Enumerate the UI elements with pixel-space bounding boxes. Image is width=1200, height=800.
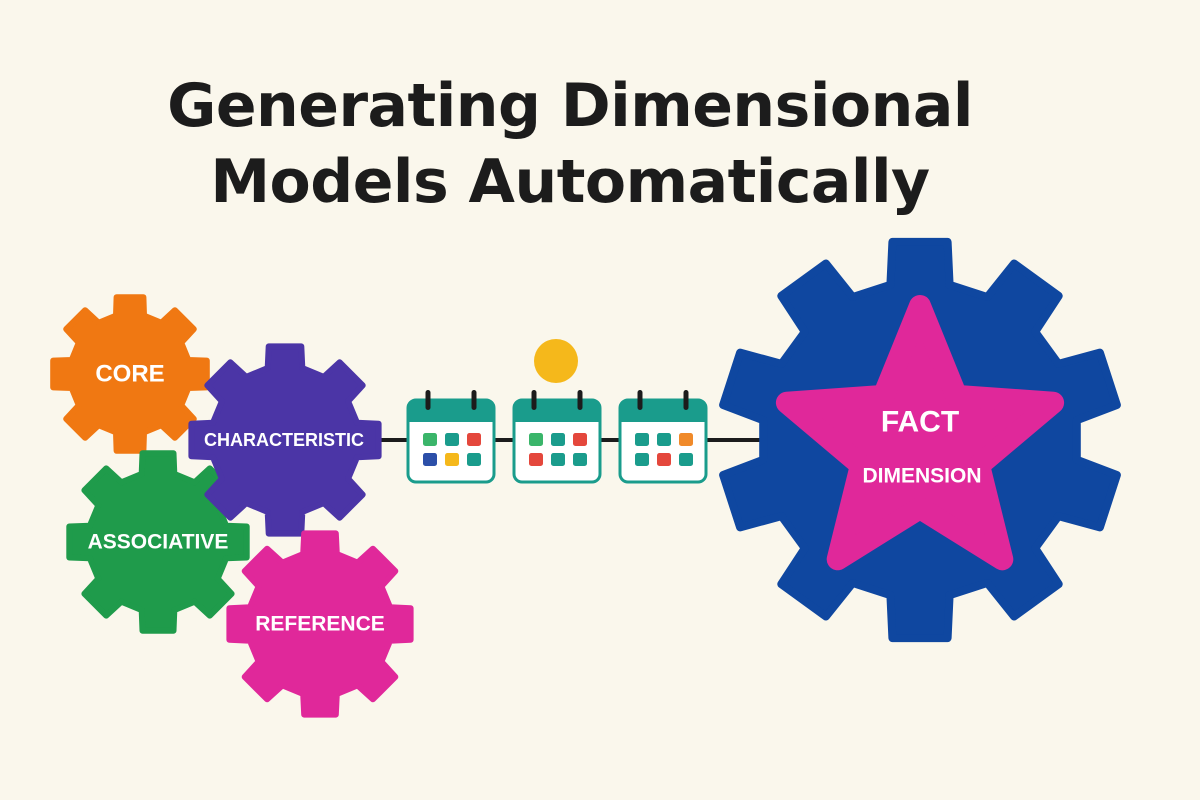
calendar-cell: [573, 433, 587, 446]
calendar-header: [408, 400, 494, 422]
calendar-cell: [445, 453, 459, 466]
calendar-cell: [445, 433, 459, 446]
calendar-cell: [529, 433, 543, 446]
gear-core-label: CORE: [95, 361, 164, 388]
calendar-cell: [467, 433, 481, 446]
calendar-ring: [577, 390, 583, 410]
calendar-ring: [683, 390, 689, 410]
calendar-cell: [635, 433, 649, 446]
gear-characteristic-shape: [188, 343, 382, 537]
calendar-ring: [425, 390, 431, 410]
gear-core: CORE: [50, 294, 210, 454]
calendar-cell: [529, 453, 543, 466]
gear-associative-shape: [66, 450, 250, 634]
gear-characteristic: CHARACTERISTIC: [188, 343, 382, 537]
calendar-ring: [637, 390, 643, 410]
gear-reference-label: REFERENCE: [255, 613, 385, 636]
gear-associative: ASSOCIATIVE: [66, 450, 250, 634]
calendar-icon: [406, 390, 496, 484]
calendar-header: [620, 400, 706, 422]
calendar-row: [406, 390, 708, 484]
sun-icon: [534, 339, 578, 383]
calendar-cell: [423, 453, 437, 466]
gear-reference-shape: [226, 530, 414, 718]
calendar-cell: [467, 453, 481, 466]
calendar-cell: [423, 433, 437, 446]
title-line-2: Models Automatically: [210, 147, 930, 217]
gear-characteristic-label: CHARACTERISTIC: [204, 430, 364, 450]
star-icon: [775, 295, 1065, 571]
big-gear: FACT DIMENSION: [719, 237, 1121, 643]
calendar-cell: [679, 433, 693, 446]
calendar-icon: [618, 390, 708, 484]
calendar-cell: [551, 433, 565, 446]
calendar-ring: [471, 390, 477, 410]
calendar-cell: [551, 453, 565, 466]
calendar-ring: [531, 390, 537, 410]
gear-associative-label: ASSOCIATIVE: [88, 531, 229, 554]
dimension-label: DIMENSION: [862, 465, 981, 488]
calendar-cell: [657, 433, 671, 446]
title-line-1: Generating Dimensional: [167, 71, 973, 141]
fact-label: FACT: [881, 406, 959, 439]
gear-core-shape: [50, 294, 210, 454]
calendar-cell: [657, 453, 671, 466]
calendar-icon: [512, 390, 602, 484]
calendar-cell: [679, 453, 693, 466]
calendar-cell: [635, 453, 649, 466]
calendar-header: [514, 400, 600, 422]
calendar-cell: [573, 453, 587, 466]
page-title: Generating Dimensional Models Automatica…: [0, 68, 1140, 220]
gear-reference: REFERENCE: [226, 530, 414, 718]
